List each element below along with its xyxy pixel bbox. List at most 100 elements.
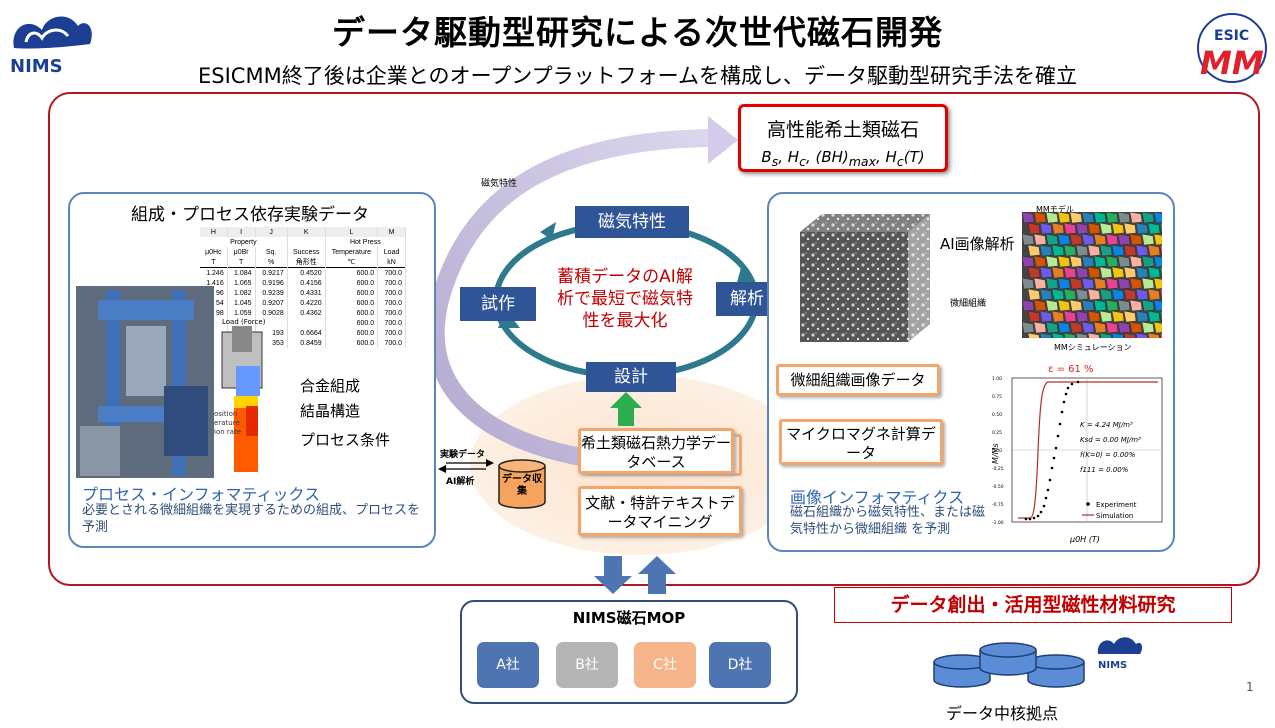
data-collection-label: データ収集 [502,474,542,497]
col-letter: H [200,227,228,237]
table-header: μ0Hc [200,247,228,257]
hub-nims-logo: NIMS [1097,637,1143,671]
nims-mop-panel [460,600,798,704]
svg-text:NIMS: NIMS [10,56,63,77]
plot-ylabel: M/Ms [991,443,1000,464]
cycle-magnetic-properties: 磁気特性 [575,206,689,238]
company-c: C社 [634,642,696,688]
table-header: Temperature [325,247,379,257]
process-informatics-title: プロセス・インフォマティックス [82,485,321,504]
process-informatics-text: 必要とされる微細組織を実現するための組成、プロセスを予測 [82,503,421,535]
param-1: K = 4.24 MJ/m³ [1080,421,1133,429]
mm-model-label: MMモデル [1036,205,1074,214]
arrow-down-mop [594,556,632,594]
left-panel-title: 組成・プロセス依存実験データ [131,205,369,225]
table-unit: 角形性 [287,257,326,268]
col-letter: K [287,227,326,237]
esic-mm-logo: ESIC MM [1197,13,1267,83]
table-header: Sq. [255,247,288,257]
svg-text:ESIC: ESIC [1214,28,1249,44]
ai-analysis-label: AI解析 [446,477,475,487]
nims-mop-title: NIMS磁石MOP [572,609,686,627]
plot-xlabel: μ0H (T) [1069,535,1100,544]
col-letter: J [255,227,288,237]
label-process-conditions: プロセス条件 [300,431,391,449]
table-header: Load [377,247,406,257]
page-subtitle: ESICMM終了後は企業とのオープンプラットフォームを構成し、データ駆動型研究手… [198,64,1077,88]
svg-text:0.25: 0.25 [992,430,1002,436]
col-letter: L [325,227,379,237]
die-schematic [221,326,263,472]
nims-logo: NIMS [10,16,92,77]
page-number: 1 [1246,680,1254,694]
param-2: Ksd = 0.00 MJ/m³ [1080,436,1141,444]
hot-press-machine-photo [76,286,214,478]
cycle-prototype: 試作 [460,287,536,321]
group-property: Property [200,237,288,247]
svg-text:-1.00: -1.00 [992,520,1004,526]
svg-text:NIMS: NIMS [1098,660,1127,671]
target-properties: Bs, Hc, (BH)max, Hc(T) [761,148,925,169]
label-alloy-composition: 合金組成 [300,377,361,395]
col-letter: M [377,227,406,237]
company-a: A社 [477,642,539,688]
company-d: D社 [709,642,771,688]
ai-image-analysis-label: AI画像解析 [940,235,1015,253]
data-hub-cylinders [933,642,1085,688]
table-header: Success [287,247,326,257]
experiment-data-label: 実験データ [440,450,486,460]
die-side-labels: osition erature ion rate [214,410,242,436]
table-header: μ0Br [227,247,256,257]
col-letter: I [227,227,256,237]
image-informatics-text: 磁石組織から磁気特性、または磁気特性から微細組織 を予測 [790,505,986,537]
big-arc-arrow [426,129,713,469]
load-force-label: Load (Force) [222,318,266,326]
page-title: データ駆動型研究による次世代磁石開発 [331,13,943,52]
epsilon-label: ε = 61 % [1048,364,1094,375]
company-b: B社 [556,642,618,688]
data-hub-label: データ中核拠点 [946,704,1059,723]
table-unit: kN [377,257,406,268]
data-collection-cylinder [498,459,546,509]
arc-label-magnetic: 磁気特性 [481,179,518,189]
legend-simulation: Simulation [1096,512,1133,520]
green-arrow-up-db [610,392,642,426]
svg-text:0.75: 0.75 [992,394,1002,400]
microstructure-label: 微細組織 [950,299,987,309]
microstructure-cube [800,214,930,342]
mm-model-grains [1022,212,1162,338]
table-unit: ℃ [325,257,379,268]
svg-text:0.00: 0.00 [992,448,1002,454]
cycle-center-text: 蓄積データのAI解析で最短で磁気特性を最大化 [557,267,693,331]
image-informatics-title: 画像インフォマティクス [790,488,965,507]
big-arc-arrowhead [708,116,738,164]
svg-text:MM: MM [1200,44,1264,82]
alloy-labels: 合金組成 結晶構造 プロセス条件 [300,374,390,453]
svg-text:-0.50: -0.50 [992,484,1004,490]
svg-text:-0.25: -0.25 [992,466,1004,472]
group-hot-press: Hot Press [325,237,407,247]
mm-simulation-label: MMシミュレーション [1054,343,1132,352]
text-mining-box: 文献・特許テキストデータマイニング [578,486,742,536]
label-crystal-structure: 結晶構造 [300,402,361,420]
legend-experiment: Experiment [1096,501,1137,509]
target-magnet-box: 高性能希土類磁石 Bs, Hc, (BH)max, Hc(T) [738,104,948,172]
svg-text:1.00: 1.00 [992,376,1002,382]
param-3: f(K=0) = 0.00% [1080,451,1136,459]
table-unit: T [227,257,256,268]
target-title: 高性能希土類磁石 [766,119,919,141]
arrow-up-mop [638,556,676,594]
thermodynamic-database-box: 希土類磁石熱力学データベース [578,428,734,474]
micromagnetic-data-box: マイクロマグネ計算データ [779,419,943,465]
svg-text:-0.75: -0.75 [992,502,1004,508]
microstructure-image-data-box: 微細組織画像データ [776,364,940,396]
data-driven-research-box: データ創出・活用型磁性材料研究 [834,587,1232,623]
table-unit: T [200,257,228,268]
hysteresis-plot: 1.000.750.500.250.00-0.25-0.50-0.75-1.00… [991,364,1163,544]
cycle-design: 設計 [586,362,676,392]
